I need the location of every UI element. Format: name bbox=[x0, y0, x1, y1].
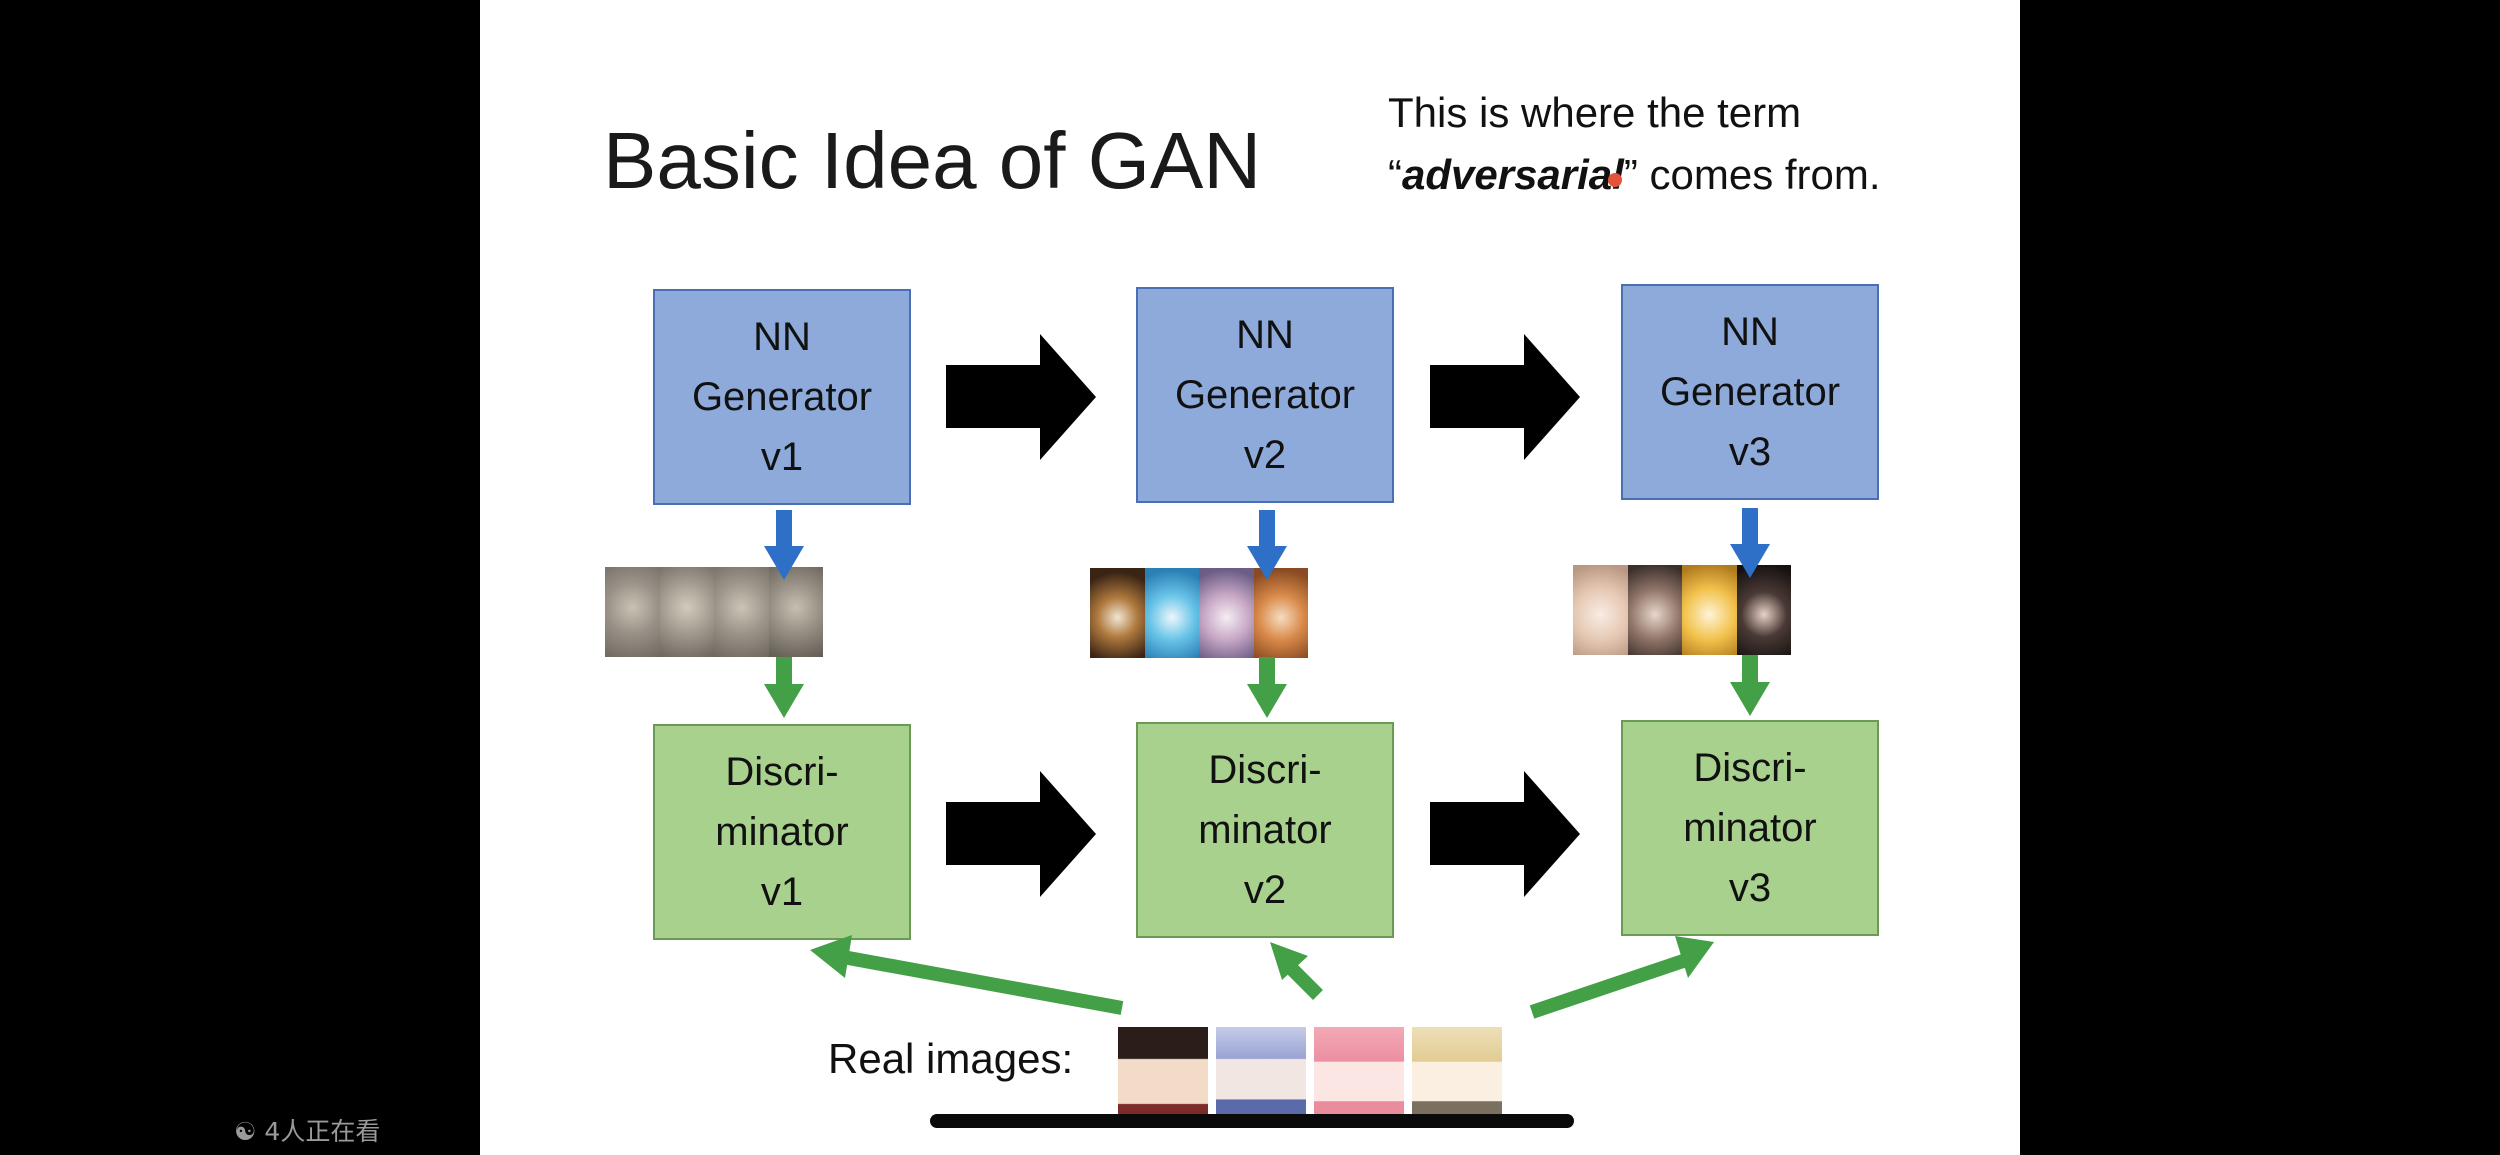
blue-arrow-down bbox=[764, 510, 804, 580]
big-arrow-right bbox=[1430, 334, 1580, 460]
viewers-icon: ☯ bbox=[234, 1117, 256, 1146]
green-arrow-down bbox=[1247, 657, 1287, 718]
big-arrow-right bbox=[946, 334, 1096, 460]
home-indicator-bar[interactable] bbox=[930, 1114, 1574, 1128]
slide: Basic Idea of GAN This is where the term… bbox=[480, 0, 2020, 1155]
green-arrow-down bbox=[1730, 655, 1770, 716]
blue-arrow-down bbox=[1730, 508, 1770, 578]
viewer-count: ☯ 4人正在看 bbox=[234, 1112, 380, 1148]
green-arrow-down bbox=[764, 657, 804, 718]
arrows-layer bbox=[480, 0, 2020, 1155]
big-arrow-right bbox=[946, 771, 1096, 897]
green-arrow-real-to-v3 bbox=[1532, 936, 1714, 1012]
green-arrow-real-to-v1 bbox=[810, 935, 1122, 1008]
viewer-count-text: 4人正在看 bbox=[264, 1117, 380, 1146]
big-arrow-right bbox=[1430, 771, 1580, 897]
blue-arrow-down bbox=[1247, 510, 1287, 580]
green-arrow-real-to-v2 bbox=[1270, 942, 1318, 995]
